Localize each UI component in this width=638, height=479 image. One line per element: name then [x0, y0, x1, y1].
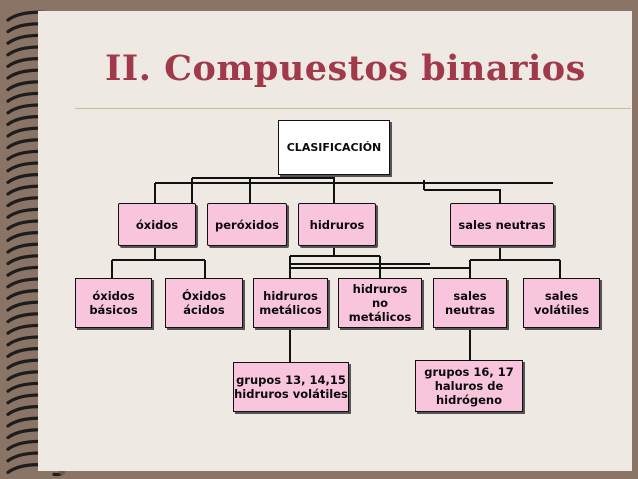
node-sales-volatiles: sales volátiles [523, 278, 600, 328]
node-hidruros-no-metalicos: hidruros no metálicos [338, 278, 422, 328]
node-grupos-13-14-15: grupos 13, 14,15 hidruros volátiles [233, 362, 349, 412]
node-grupos-16-17: grupos 16, 17 haluros de hidrógeno [415, 360, 523, 412]
node-hidruros-metalicos: hidruros metálicos [253, 278, 328, 328]
node-oxidos-acidos: Óxidos ácidos [165, 278, 243, 328]
node-peroxidos: peróxidos [207, 203, 287, 246]
node-hidruros: hidruros [298, 203, 376, 246]
title-underline [75, 108, 631, 109]
node-oxidos-basicos: óxidos básicos [75, 278, 152, 328]
node-oxidos: óxidos [118, 203, 196, 246]
spiral-hole [58, 470, 66, 475]
node-sales-neutras: sales neutras [450, 203, 554, 246]
node-clasificacion: CLASIFICACIÓN [278, 120, 390, 175]
slide-title: II. Compuestos binarios [105, 48, 586, 89]
node-sales-neutras-2: sales neutras [433, 278, 507, 328]
